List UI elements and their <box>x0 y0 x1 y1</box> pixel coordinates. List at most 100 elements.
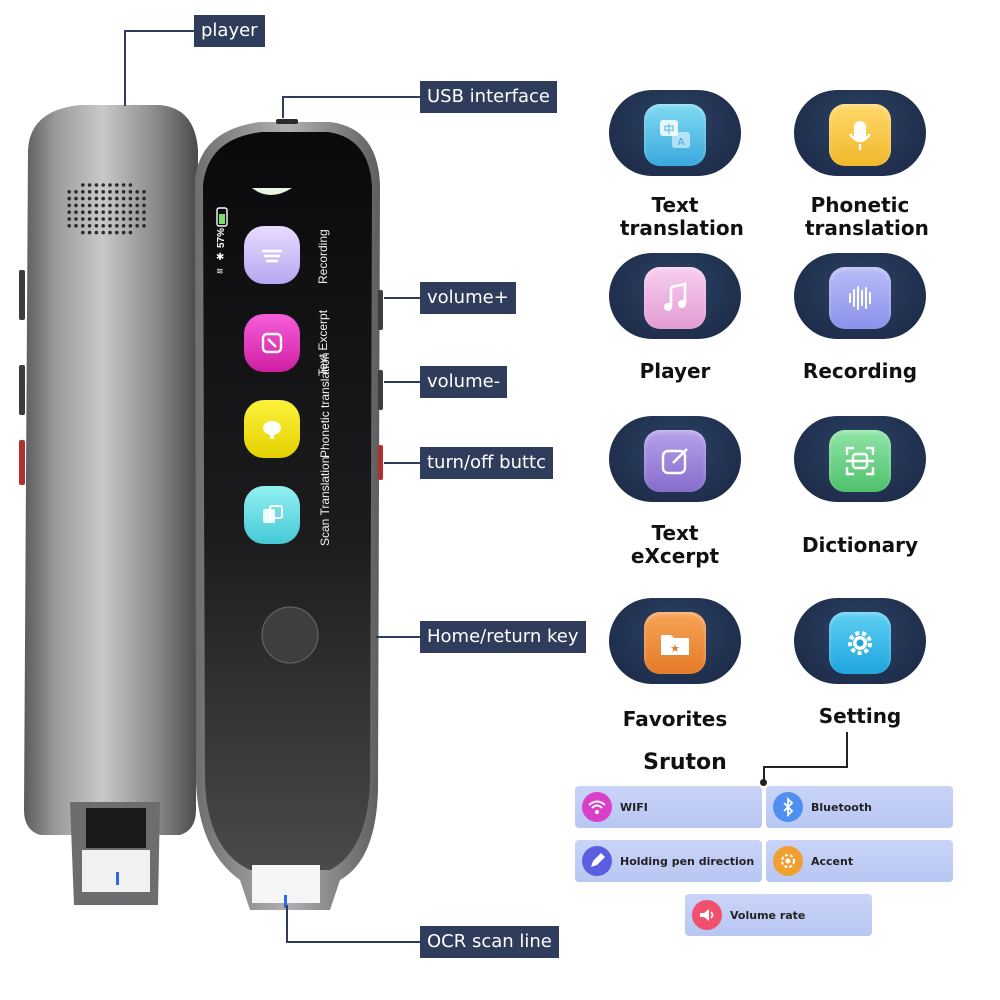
speaker-hole <box>81 196 85 201</box>
speaker-hole <box>94 196 99 201</box>
app-tile-phonetic-translation[interactable] <box>794 90 926 176</box>
speaker-hole <box>128 183 133 187</box>
speaker-hole <box>74 217 78 221</box>
bluetooth-status-icon: ✱ <box>216 252 225 263</box>
speaker-hole <box>87 196 92 201</box>
speaker-hole <box>94 210 99 214</box>
speaker-hole <box>101 210 105 214</box>
speaker-hole <box>87 190 92 194</box>
usb-port <box>276 119 298 124</box>
screen-app-phonetic[interactable] <box>244 400 300 458</box>
device-illustration <box>19 105 383 910</box>
speaker-hole <box>101 190 105 194</box>
callout-usb-interface: USB interface <box>420 81 557 113</box>
speaker-hole <box>87 210 92 214</box>
screen-app-label-phonetic: Phonetic translation <box>318 352 332 458</box>
speaker-hole <box>115 196 119 201</box>
speaker-hole <box>108 190 112 194</box>
app-tile-text-excerpt[interactable] <box>609 416 741 502</box>
home-key[interactable] <box>261 606 319 664</box>
speaker-hole <box>101 196 105 201</box>
speaker-hole <box>142 217 146 221</box>
callout-ocr-scan-line: OCR scan line <box>420 926 559 958</box>
speaker-hole <box>87 230 92 235</box>
speaker-hole <box>101 217 105 221</box>
speaker-hole <box>108 183 112 187</box>
side-button-volume-down <box>378 370 383 410</box>
speaker-hole <box>135 210 139 214</box>
speaker-hole <box>121 224 126 228</box>
setting-accent[interactable]: Accent <box>766 840 953 882</box>
speaker-hole <box>101 203 105 208</box>
speaker-hole <box>81 230 85 235</box>
speaker-hole <box>94 203 99 208</box>
speaker-hole <box>121 196 126 201</box>
setting-holding-pen-direction[interactable]: Holding pen direction <box>575 840 762 882</box>
speaker-hole <box>121 230 126 235</box>
speaker-hole <box>108 224 112 228</box>
speaker-hole <box>135 190 139 194</box>
app-label-recording: Recording <box>802 359 918 383</box>
edit-icon <box>661 448 688 475</box>
callout-power-button: turn/off buttc <box>420 447 554 479</box>
setting-volume-rate[interactable]: Volume rate <box>685 894 872 936</box>
app-label-text-excerpt: Text eXcerpt <box>630 521 720 568</box>
speaker-hole <box>74 210 78 214</box>
speaker-hole <box>128 203 133 208</box>
speaker-hole <box>74 224 78 228</box>
microphone-icon <box>263 421 281 439</box>
speaker-hole <box>108 203 112 208</box>
speaker-hole <box>81 210 85 214</box>
app-label-dictionary: Dictionary <box>801 533 919 557</box>
pen-icon <box>591 853 605 867</box>
speaker-hole <box>115 210 119 214</box>
side-button-upper <box>19 270 25 320</box>
speaker-hole <box>115 190 119 194</box>
app-tile-favorites[interactable]: ★ <box>609 598 741 684</box>
speaker-hole <box>87 203 92 208</box>
app-tile-player[interactable] <box>609 253 741 339</box>
speaker-hole <box>81 190 85 194</box>
screen-app-text-excerpt[interactable] <box>244 314 300 372</box>
speaker-hole <box>94 217 99 221</box>
speaker-hole <box>94 224 99 228</box>
volume-icon <box>700 909 714 921</box>
speaker-hole <box>87 183 92 187</box>
folder-star-icon: ★ <box>661 635 689 655</box>
setting-label-holding-pen-direction: Holding pen direction <box>620 854 755 868</box>
speaker-hole <box>115 217 119 221</box>
speaker-hole <box>81 217 85 221</box>
speaker-hole <box>115 183 119 187</box>
callout-player: player <box>194 15 265 47</box>
speaker-hole <box>101 224 105 228</box>
scanner-window-back <box>86 808 146 848</box>
app-tile-dictionary[interactable] <box>794 416 926 502</box>
leader-dot <box>760 779 767 786</box>
screen-app-recording[interactable] <box>244 226 300 284</box>
speaker-hole <box>108 217 112 221</box>
callout-home-key: Home/return key <box>420 621 586 653</box>
screen-app-label-scan: Scan Translation <box>318 456 332 546</box>
speaker-hole <box>94 183 99 187</box>
setting-wifi[interactable]: WIFI <box>575 786 762 828</box>
battery-percent: 57% <box>216 227 227 248</box>
bluetooth-icon <box>783 797 794 817</box>
waveform-icon <box>849 286 871 310</box>
waveform-icon <box>261 249 283 263</box>
speaker-hole <box>121 210 126 214</box>
speaker-hole <box>135 196 139 201</box>
app-tile-setting[interactable] <box>794 598 926 684</box>
speaker-hole <box>67 203 71 208</box>
speaker-hole <box>67 190 71 194</box>
callout-volume-up: volume+ <box>420 282 516 314</box>
back-device <box>19 105 198 905</box>
setting-bluetooth[interactable]: Bluetooth <box>766 786 953 828</box>
app-label-favorites: Favorites <box>622 707 728 731</box>
microphone-icon <box>849 121 871 150</box>
app-tile-recording[interactable] <box>794 253 926 339</box>
speaker-hole <box>81 183 85 187</box>
speaker-hole <box>67 196 71 201</box>
speaker-hole <box>87 217 92 221</box>
screen-app-scan[interactable] <box>244 486 300 544</box>
